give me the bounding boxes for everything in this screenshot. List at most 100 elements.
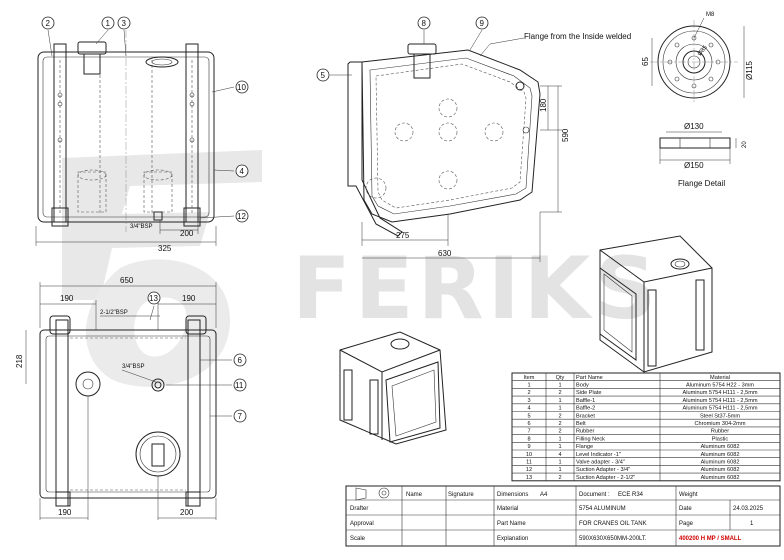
parts-table-cell: 6 (527, 421, 530, 427)
parts-table-cell: Aluminum 6082 (701, 460, 740, 466)
parts-table-cell: 1 (558, 398, 561, 404)
balloon-9: 9 (475, 16, 489, 30)
watermark-text: FERIKS (292, 239, 660, 339)
balloon-7: 7 (233, 409, 247, 423)
dim-top-190-right: 190 (182, 294, 196, 303)
tb-scale-label: Scale (350, 536, 366, 542)
flange-note-text: Flange from the Inside welded (524, 32, 631, 41)
parts-table-cell: 10 (526, 452, 532, 458)
tb-drafter-label: Drafter (350, 506, 368, 512)
parts-table-cell: 2 (558, 390, 561, 396)
dim-side-180: 180 (539, 98, 548, 112)
front-view: 200 3/4"BSP 325 (35, 30, 217, 253)
svg-text:6: 6 (238, 356, 243, 365)
balloon-12: 12 (235, 209, 249, 223)
projection-symbol-icon (355, 487, 390, 501)
parts-table-cell: 1 (558, 460, 561, 466)
tb-date-value: 24.03.2025 (733, 506, 764, 512)
iso-view-right (599, 235, 713, 373)
parts-table-cell: Steel St37-5mm (700, 413, 740, 419)
parts-table-cell: Belt (576, 421, 586, 427)
svg-text:13: 13 (149, 294, 158, 303)
svg-text:5: 5 (321, 71, 326, 80)
tb-page-value: 1 (750, 521, 754, 527)
tb-part-name-label: Part Name (497, 521, 526, 527)
tb-weight-label: Weight (679, 492, 698, 498)
tb-page-label: Page (679, 521, 694, 527)
parts-table-cell: Rubber (576, 429, 594, 435)
parts-table-cell: Chromium 304-2mm (695, 421, 746, 427)
tb-explanation-label: Explanation (497, 536, 528, 542)
parts-table-cell: Aluminum 6082 (701, 467, 740, 473)
tb-document-value: ECE R34 (618, 492, 644, 498)
parts-table-cell: Baffle-2 (576, 406, 595, 412)
parts-table-cell: 8 (527, 436, 530, 442)
balloon-3: 3 (117, 16, 131, 30)
parts-table-cell: Aluminum 5754 H111 - 2,5mm (682, 406, 757, 412)
dim-top-200-bottom: 200 (180, 508, 194, 517)
parts-table-cell: 1 (558, 406, 561, 412)
parts-table-header: Material (710, 375, 730, 381)
parts-table-cell: Valve adapter - 3/4" (576, 460, 625, 466)
dim-top-190-bottom: 190 (58, 508, 72, 517)
balloon-5: 5 (316, 68, 330, 82)
tb-signature-header: Signature (448, 492, 474, 498)
flange-detail: M8 Ø85 Ø115 65 Ø130 Ø150 20 Flange Detai… (641, 12, 754, 188)
parts-table-cell: 1 (558, 444, 561, 450)
tb-part-name-value: FOR CRANES OIL TANK (579, 521, 647, 527)
parts-table-cell: Rubber (711, 429, 729, 435)
watermark-logo: FERIKS (62, 150, 660, 387)
parts-table-header: Item (524, 375, 535, 381)
flange-detail-title: Flange Detail (678, 179, 725, 188)
parts-table-cell: 12 (526, 467, 532, 473)
parts-table-cell: Aluminum 5754 H22 - 3mm (686, 383, 754, 389)
tb-part-code: 400200 H MP / SMALL (679, 536, 742, 542)
parts-table-cell: Aluminum 5754 H111 - 2,5mm (682, 390, 757, 396)
balloon-2: 2 (41, 16, 55, 30)
flange-dia-85: Ø85 (697, 44, 709, 57)
parts-table-cell: 11 (526, 460, 532, 466)
parts-table-cell: 7 (527, 429, 530, 435)
iso-view-left (339, 331, 447, 445)
tb-approval-label: Approval (350, 521, 374, 527)
dim-top-650: 650 (120, 276, 134, 285)
tb-material-label: Material (497, 506, 518, 512)
parts-table-cell: 1 (558, 467, 561, 473)
parts-table-cell: 4 (558, 452, 561, 458)
svg-text:4: 4 (240, 167, 245, 176)
balloon-6: 6 (233, 353, 247, 367)
flange-m8: M8 (706, 12, 715, 18)
parts-table-cell: Flange (576, 444, 593, 450)
parts-table-cell: 9 (527, 444, 530, 450)
parts-table-cell: Aluminum 6082 (701, 475, 740, 481)
dim-top-bsp-large: 2-1/2"BSP (100, 310, 128, 316)
dim-side-590: 590 (561, 128, 570, 142)
dim-top-bsp-small: 3/4"BSP (122, 364, 144, 370)
svg-text:8: 8 (422, 19, 427, 28)
balloon-10: 10 (235, 80, 249, 94)
parts-table-cell: 3 (527, 398, 530, 404)
side-view: Flange from the Inside welded 180 590 27… (347, 32, 631, 262)
parts-table-cell: 2 (558, 421, 561, 427)
svg-text:10: 10 (237, 83, 246, 92)
parts-table-cell: 2 (558, 475, 561, 481)
dim-side-275: 275 (396, 231, 410, 240)
dim-front-325: 325 (158, 244, 172, 253)
svg-text:7: 7 (238, 412, 243, 421)
dim-side-630: 630 (438, 249, 452, 258)
balloon-11: 11 (233, 378, 247, 392)
balloon-8: 8 (417, 16, 431, 30)
parts-table-cell: 2 (527, 390, 530, 396)
parts-table-cell: 4 (527, 406, 530, 412)
svg-text:12: 12 (237, 212, 246, 221)
tb-dimensions-label: Dimensions (497, 492, 528, 498)
dim-front-200: 200 (180, 229, 194, 238)
parts-table-cell: 1 (558, 436, 561, 442)
parts-table-cell: Bracket (576, 413, 595, 419)
tb-date-label: Date (679, 506, 692, 512)
balloon-4: 4 (235, 164, 249, 178)
parts-table-header: Qty (556, 375, 565, 381)
title-block: Name Signature Dimensions A4 Document : … (345, 485, 781, 547)
